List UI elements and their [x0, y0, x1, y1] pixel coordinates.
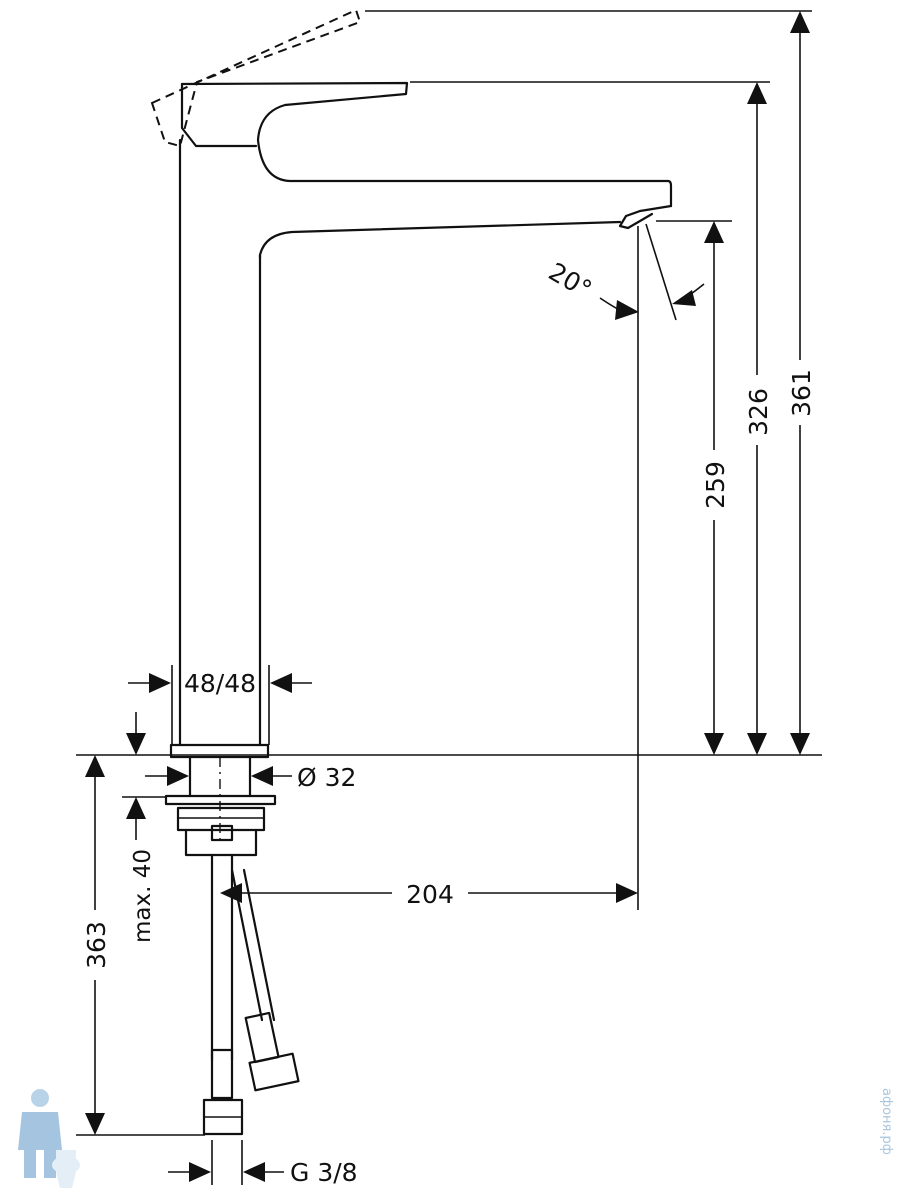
hoses [202, 853, 300, 1136]
spout-underside [258, 220, 622, 260]
hose-left [210, 853, 234, 1062]
label-259: 259 [701, 461, 730, 509]
faucet-body [150, 8, 673, 857]
shank [188, 755, 252, 797]
dimension-259: 259 [701, 221, 730, 755]
ext-angle [645, 223, 677, 321]
dimension-thread: G 3/8 [168, 1158, 358, 1187]
dimension-diameter-32: Ø 32 [145, 763, 356, 792]
lever [180, 81, 673, 208]
plumber-mascot-logo [18, 1089, 80, 1188]
lever-hinge [180, 82, 258, 148]
extension-lines [76, 10, 822, 1185]
hose-right-nut [248, 1052, 300, 1092]
label-204: 204 [406, 880, 454, 909]
label-361: 361 [787, 369, 816, 417]
lever-raised-outline [150, 8, 362, 148]
nut-lower [184, 828, 258, 857]
dimension-204: 204 [220, 880, 638, 909]
aerator [618, 209, 654, 230]
deck-arrow [126, 712, 146, 755]
dimension-angle: 20° [544, 257, 705, 320]
nut [176, 806, 266, 832]
label-thread: G 3/8 [290, 1158, 358, 1187]
hose-left-ferrule [210, 1048, 234, 1100]
dimension-363: 363 [82, 755, 111, 1135]
label-angle: 20° [544, 257, 597, 304]
label-363: 363 [82, 921, 111, 969]
dimension-max-40: max. 40 [126, 797, 156, 943]
watermark-text: афоня.рф [879, 1088, 894, 1155]
spout-top [638, 204, 673, 213]
label-48-48: 48/48 [184, 669, 256, 698]
label-max-40: max. 40 [130, 849, 156, 943]
washer [164, 794, 277, 806]
dimension-361: 361 [787, 11, 816, 755]
stud-top [210, 824, 234, 842]
dimension-326: 326 [744, 82, 773, 755]
dimension-48-48: 48/48 [128, 669, 312, 698]
label-diameter-32: Ø 32 [297, 763, 356, 792]
label-326: 326 [744, 388, 773, 436]
